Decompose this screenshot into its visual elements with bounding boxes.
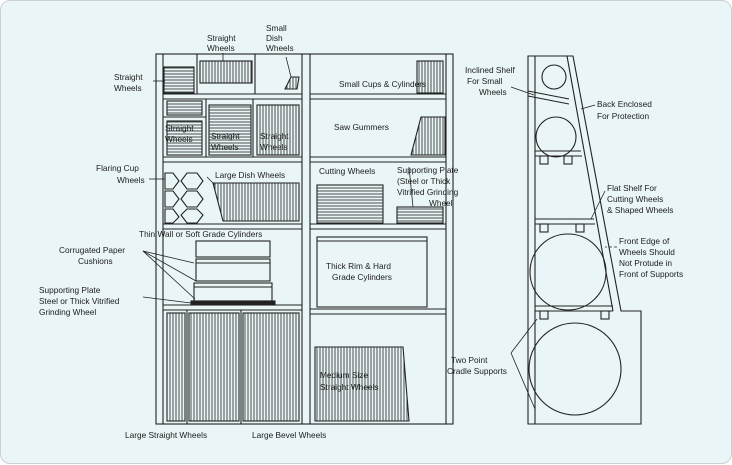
label-supporting-plate-r-1: Supporting Plate [397, 165, 459, 175]
label-front-edge-2: Wheels Should [619, 247, 675, 257]
label-straight-wheels-top-1: Straight [207, 33, 236, 43]
large-dish-wheels-stack [212, 182, 300, 222]
label-flat-shelf-2: Cutting Wheels [607, 194, 663, 204]
side-view-wheels [528, 64, 622, 416]
label-supporting-plate-r-2: (Steel or Thick [397, 176, 451, 186]
label-sw-mid1-1: Straight [165, 123, 194, 133]
label-front-edge-1: Front Edge of [619, 236, 670, 246]
cutting-wheels-stack [316, 184, 444, 224]
label-flat-shelf-1: Flat Shelf For [607, 183, 657, 193]
label-medium-2: Straight Wheels [320, 382, 379, 392]
label-inclined-1: Inclined Shelf [465, 65, 516, 75]
label-cradle-1: Two Point [451, 355, 488, 365]
label-small-dish-3: Wheels [266, 43, 294, 53]
label-large-straight: Large Straight Wheels [125, 430, 207, 440]
label-straight-wheels-top-2: Wheels [207, 43, 235, 53]
label-thin-wall: Thin Wall or Soft Grade Cylinders [139, 229, 262, 239]
label-inclined-3: Wheels [479, 87, 507, 97]
label-supporting-plate-l-2: Steel or Thick Vitrified [39, 296, 120, 306]
label-flaring-1: Flaring Cup [96, 163, 139, 173]
label-supporting-plate-l-1: Supporting Plate [39, 285, 101, 295]
label-front-edge-3: Not Protude in [619, 258, 672, 268]
label-cradle-2: Cradle Supports [447, 366, 507, 376]
label-sw-mid2-1: Straight [211, 131, 240, 141]
label-supporting-plate-r-4: Wheel [429, 198, 453, 208]
small-cups-stack [416, 60, 444, 94]
label-back-enclosed-1: Back Enclosed [597, 99, 652, 109]
label-small-cups: Small Cups & Cylinders [339, 79, 426, 89]
label-saw-gummers: Saw Gummers [334, 122, 389, 132]
label-flat-shelf-3: & Shaped Wheels [607, 205, 673, 215]
straight-wheels-row2 [166, 100, 300, 156]
labels: Straight Wheels Small Dish Wheels Straig… [39, 23, 683, 440]
label-sw-mid3-2: Wheels [260, 142, 288, 152]
saw-gummers-stack [410, 116, 446, 156]
leader-lines [142, 53, 617, 410]
label-cutting-wheels: Cutting Wheels [319, 166, 375, 176]
thick-rim-cylinders-stack [316, 236, 428, 308]
label-supporting-plate-l-3: Grinding Wheel [39, 307, 96, 317]
label-thick-rim-1: Thick Rim & Hard [326, 261, 391, 271]
label-flaring-2: Wheels [117, 175, 145, 185]
flaring-cup-wheels-stack [164, 172, 204, 224]
label-corrugated-2: Cushions [78, 256, 113, 266]
medium-straight-wheels-stack [314, 346, 410, 422]
label-inclined-2: For Small [467, 76, 503, 86]
label-front-edge-4: Front of Supports [619, 269, 683, 279]
label-small-dish-2: Dish [266, 33, 283, 43]
label-large-dish: Large Dish Wheels [215, 170, 285, 180]
straight-wheels-top-stack [163, 60, 253, 94]
label-thick-rim-2: Grade Cylinders [332, 272, 392, 282]
label-sw-mid1-2: Wheels [165, 134, 193, 144]
label-small-dish-1: Small [266, 23, 287, 33]
rack-frame [155, 53, 454, 425]
label-straight-wheels-left-2: Wheels [114, 83, 142, 93]
label-sw-mid2-2: Wheels [211, 142, 239, 152]
label-large-bevel: Large Bevel Wheels [252, 430, 326, 440]
label-supporting-plate-r-3: Vitrified Grinding [397, 187, 459, 197]
label-back-enclosed-2: For Protection [597, 111, 649, 121]
label-corrugated-1: Corrugated Paper [59, 245, 125, 255]
small-dish-wheels-stack [284, 76, 300, 90]
label-sw-mid3-1: Straight [260, 131, 289, 141]
large-wheels-bottom [166, 312, 300, 422]
side-view-rack [527, 55, 642, 425]
thin-wall-cylinders-stack [190, 240, 276, 306]
label-medium-1: Medium Size [320, 370, 368, 380]
label-straight-wheels-left-1: Straight [114, 72, 143, 82]
